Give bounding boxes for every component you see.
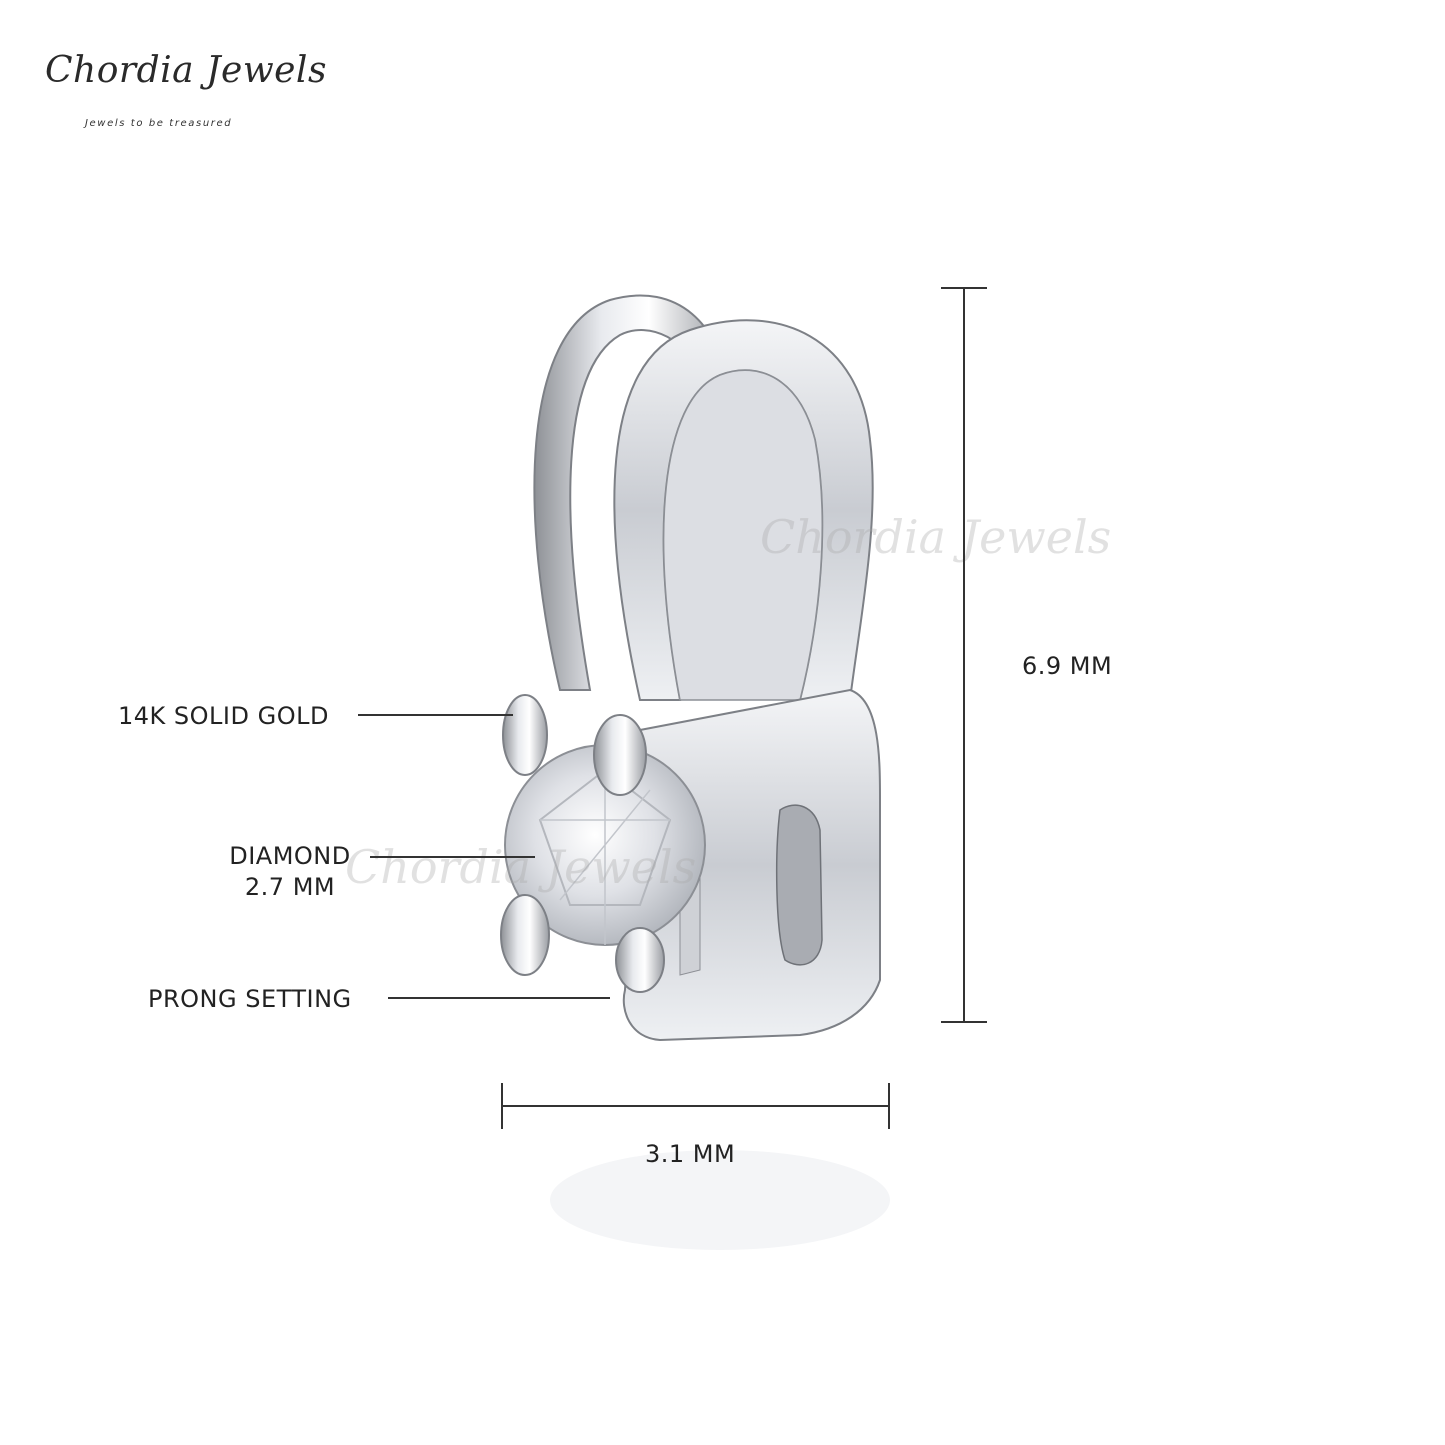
bail-inner [662,369,823,701]
callout-setting-line [388,997,610,999]
width-dimension-line [502,1105,889,1107]
callout-stone-line [370,856,535,858]
height-dimension-cap-bottom [941,1021,987,1023]
width-dimension-cap-right [888,1083,890,1129]
callout-stone-size: 2.7 MM [244,873,336,901]
prong-top-left [502,694,548,776]
basket-window [775,804,823,966]
height-dimension-label: 6.9 MM [1022,652,1113,680]
callout-metal-line [358,714,513,716]
callout-setting: PRONG SETTING [148,985,352,1013]
callout-metal: 14K SOLID GOLD [118,702,329,730]
brand-logo: Chordia Jewels Jewels to be treasured [45,50,326,140]
width-dimension-label: 3.1 MM [645,1140,736,1168]
prong-top-right [593,714,647,796]
reflection [550,1150,890,1250]
height-dimension-cap-top [941,287,987,289]
brand-tagline: Jewels to be treasured [85,118,233,129]
watermark: Chordia Jewels [345,840,697,894]
prong-bottom-left [500,894,550,976]
callout-stone-name: DIAMOND [229,842,351,870]
width-dimension-cap-left [501,1083,503,1129]
height-dimension-line [963,288,965,1022]
brand-name: Chordia Jewels [45,50,327,91]
prong-bottom-right [615,927,665,993]
watermark: Chordia Jewels [760,510,1112,564]
